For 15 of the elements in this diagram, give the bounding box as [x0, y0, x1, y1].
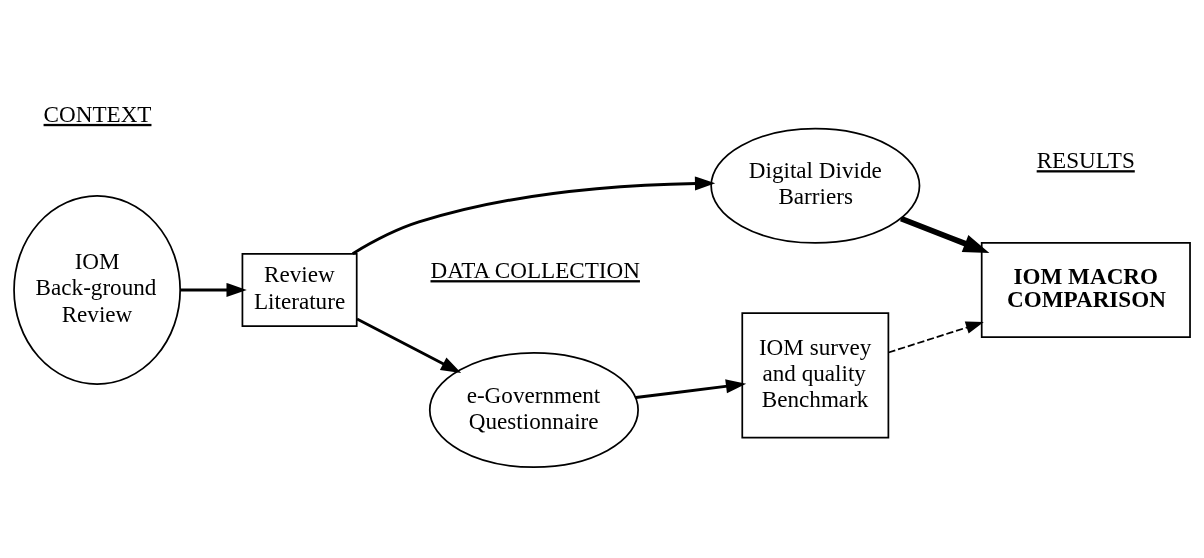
node-ellipse: IOM Back-ground Review — [13, 194, 182, 385]
arrow — [887, 321, 984, 353]
arrow — [635, 378, 747, 399]
node-box: IOM survey and quality Benchmark — [741, 311, 890, 438]
arrow — [356, 317, 462, 373]
label: CONTEXT — [43, 100, 152, 127]
node-box: IOM MACRO COMPARISON — [980, 241, 1191, 338]
arrow — [180, 282, 247, 297]
node-ellipse: e-Government Questionnaire — [428, 351, 639, 468]
arrow — [900, 215, 990, 253]
label: RESULTS — [1036, 146, 1135, 173]
label: DATA COLLECTION — [430, 256, 640, 283]
node-ellipse: Digital Divide Barriers — [710, 127, 921, 244]
node-box: Review Literature — [241, 252, 358, 327]
arrow — [352, 175, 716, 255]
